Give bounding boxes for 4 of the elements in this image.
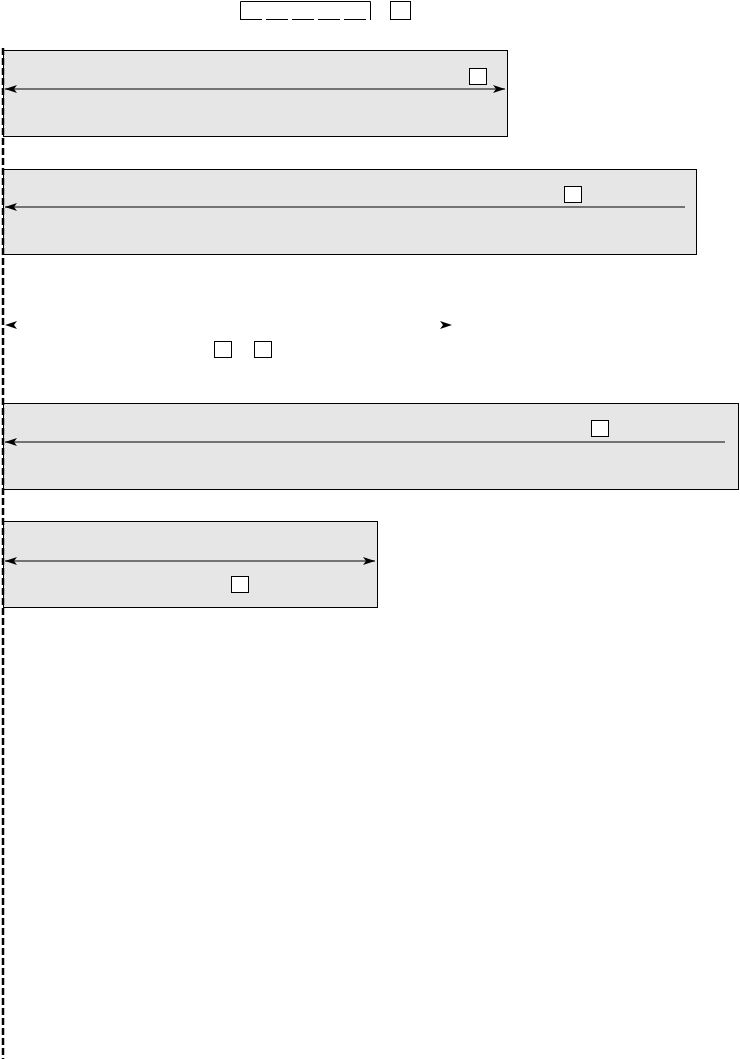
band-panel <box>3 50 508 137</box>
band-panel <box>3 169 697 255</box>
band-panel <box>3 403 739 490</box>
band-panel <box>3 521 378 608</box>
